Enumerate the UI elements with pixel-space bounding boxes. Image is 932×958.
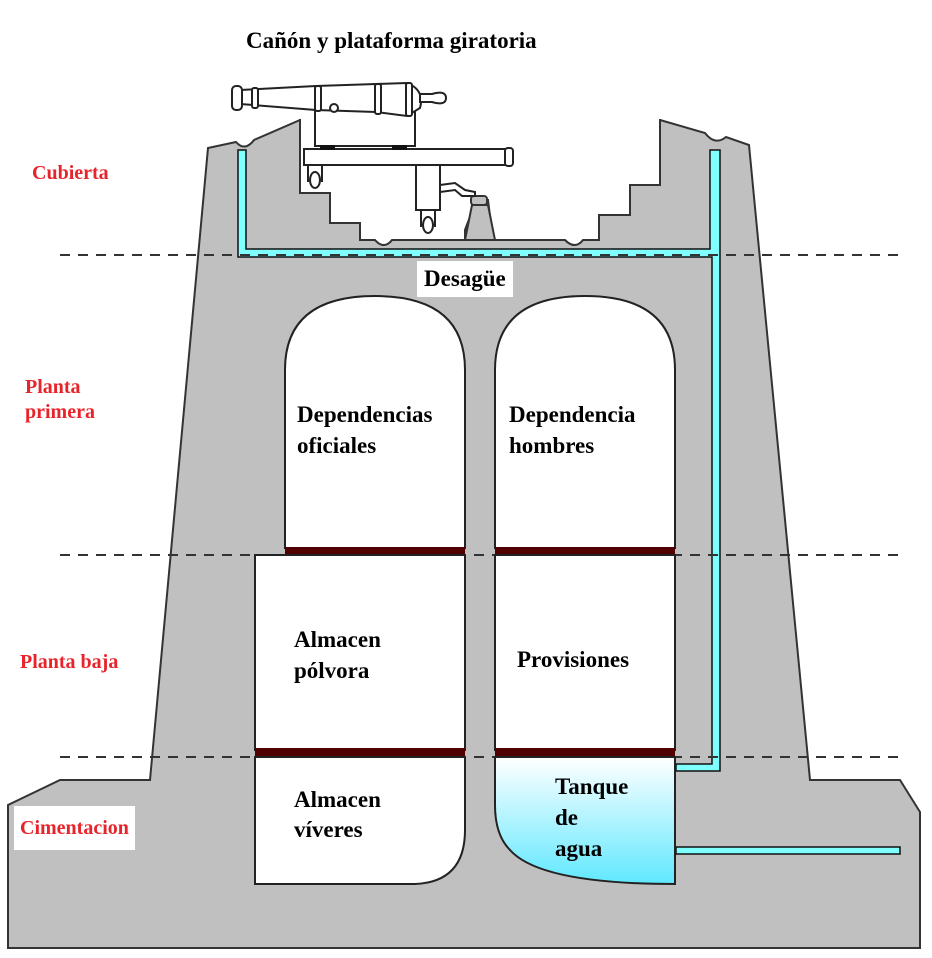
room-dependencias-oficiales [284, 294, 466, 549]
cannon-assembly [231, 81, 514, 234]
room-label-almacen-viveres-1: Almacen [294, 787, 381, 812]
floor-beam [495, 748, 675, 757]
diagram-title: Cañón y plataforma giratoria [246, 28, 537, 53]
room-label-provisiones: Provisiones [517, 647, 630, 672]
drain-pipe [237, 149, 721, 772]
desague-label: Desagüe [417, 261, 513, 297]
outflow-pipe [675, 846, 901, 855]
floor-beam [255, 748, 465, 757]
room-label-almacen-viveres-2: víveres [294, 817, 363, 842]
level-label-planta-primera-line2: primera [25, 401, 95, 423]
tank-label-2: de [555, 805, 578, 830]
level-label-planta-baja: Planta baja [20, 651, 119, 673]
room-label-dependencia-hombres-2: hombres [509, 433, 595, 458]
floor-beam [495, 547, 675, 555]
room-almacen-polvora [254, 554, 466, 751]
level-lines [60, 254, 900, 758]
pivot-cone [463, 204, 497, 241]
level-label-planta-primera-line1: Planta [25, 376, 81, 398]
level-label-cimentacion: Cimentacion [14, 806, 135, 850]
room-label-dependencias-oficiales-1: Dependencias [297, 402, 433, 427]
room-label-almacen-polvora-1: Almacen [294, 627, 381, 652]
water-tank [494, 756, 676, 886]
room-almacen-viveres [254, 756, 466, 885]
tank-label-3: agua [555, 836, 603, 861]
room-label-dependencia-hombres-1: Dependencia [509, 402, 636, 427]
room-dependencia-hombres [494, 294, 676, 549]
room-label-almacen-polvora-2: pólvora [294, 658, 370, 683]
rotating-platform [303, 148, 511, 166]
floor-beam [285, 547, 465, 555]
room-provisiones [494, 554, 676, 751]
room-label-dependencias-oficiales-2: oficiales [297, 433, 377, 458]
tank-label-1: Tanque [555, 774, 629, 799]
level-label-cubierta: Cubierta [32, 162, 109, 184]
